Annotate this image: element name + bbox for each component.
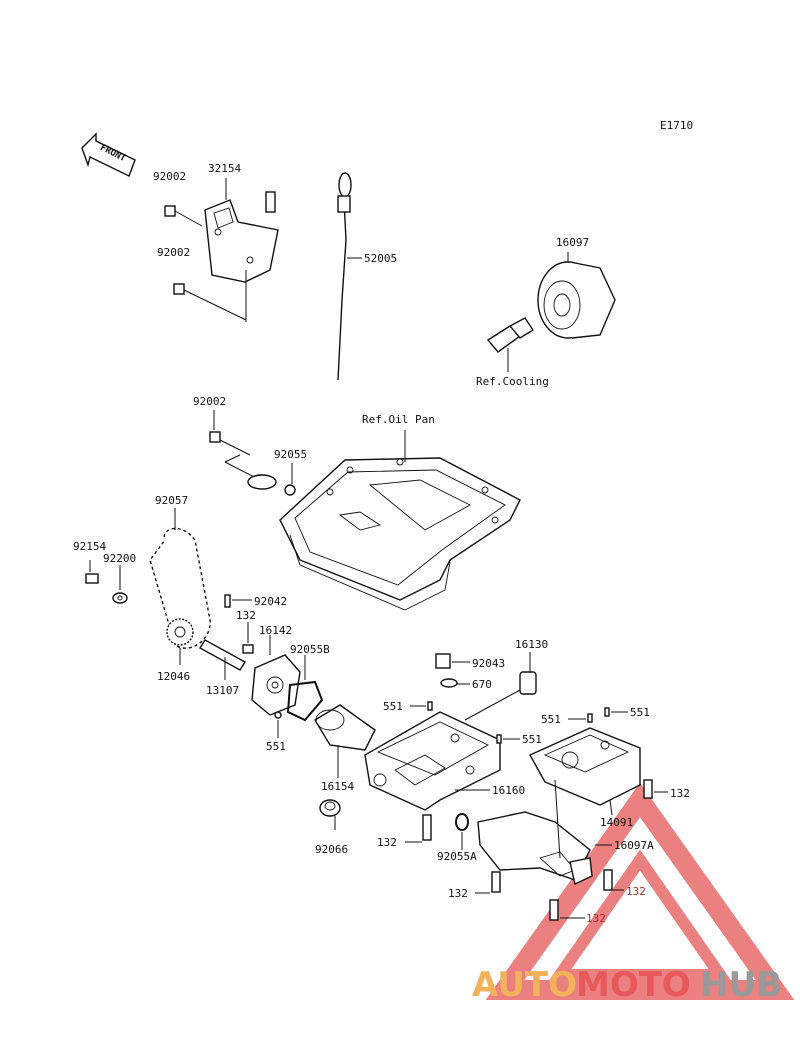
pipe-16097a: [477, 779, 612, 886]
label-92002-a: 92002: [153, 170, 186, 183]
label-92154: 92154: [73, 540, 106, 553]
label-16142: 16142: [259, 624, 292, 637]
bolt-132-f: [549, 899, 585, 921]
label-551-c: 551: [522, 733, 542, 746]
tube-flange: [247, 474, 296, 496]
label-132-f: 132: [586, 912, 606, 925]
label-92055: 92055: [274, 448, 307, 461]
label-551-b: 551: [383, 700, 403, 713]
label-16130: 16130: [515, 638, 548, 651]
diagram-code: E1710: [660, 119, 693, 132]
label-551-e: 551: [630, 706, 650, 719]
label-92042: 92042: [254, 595, 287, 608]
bolt-92154: [85, 560, 99, 584]
label-ref-cooling: Ref.Cooling: [476, 375, 549, 388]
watermark-logo: AUTO MOTO HUB: [472, 965, 782, 1005]
oring-551-e: [604, 707, 628, 717]
label-551-d: 551: [541, 713, 561, 726]
bracket-32154: [204, 199, 279, 283]
front-arrow-icon: FRONT: [81, 132, 136, 177]
label-132-a: 132: [236, 609, 256, 622]
label-92002-c: 92002: [193, 395, 226, 408]
label-16097a: 16097A: [614, 839, 654, 852]
label-14091: 14091: [600, 816, 633, 829]
sprocket-12046: [166, 618, 194, 665]
shaft-13107: [199, 639, 246, 680]
drive-chain-92057: [149, 508, 211, 649]
bolt-132-d: [475, 871, 501, 894]
cover-14091: [529, 727, 641, 816]
watermark-triangle: [485, 782, 795, 1000]
label-132-b: 132: [377, 836, 397, 849]
label-ref-oil-pan: Ref.Oil Pan: [362, 413, 435, 426]
bolt-92002-b: [173, 270, 247, 322]
bolt-132-e: [603, 869, 624, 891]
oring-670: [440, 678, 470, 688]
label-16160: 16160: [492, 784, 525, 797]
label-92002-b: 92002: [157, 246, 190, 259]
watermark-auto: AUTO: [472, 965, 577, 1005]
washer-92200: [112, 565, 128, 604]
pump-body-16160: [364, 711, 501, 811]
gasket-92055b: [286, 655, 324, 722]
dipstick-52005: [337, 172, 362, 381]
oil-pan: [279, 430, 521, 611]
label-92200: 92200: [103, 552, 136, 565]
dipstick-tube: [250, 191, 302, 481]
collar-92043: [435, 653, 470, 669]
label-92055b: 92055B: [290, 643, 330, 656]
label-16097: 16097: [556, 236, 589, 249]
strainer-16154: [314, 704, 376, 778]
label-670: 670: [472, 678, 492, 691]
label-132-c: 132: [670, 787, 690, 800]
bolt-92002-a: [164, 205, 203, 227]
watermark-moto: MOTO: [576, 965, 691, 1005]
label-132-d: 132: [448, 887, 468, 900]
label-32154: 32154: [208, 162, 241, 175]
bolt-92002-c: [209, 431, 257, 479]
sensor-16130: [464, 652, 537, 721]
label-132-e: 132: [626, 885, 646, 898]
bolt-132-a: [242, 622, 254, 654]
bolt-132-b: [405, 814, 432, 843]
oring-551-a: [274, 711, 282, 738]
label-551-a: 551: [266, 740, 286, 753]
watermark-hub: HUB: [700, 965, 782, 1005]
label-16154: 16154: [321, 780, 354, 793]
label-92057: 92057: [155, 494, 188, 507]
label-13107: 13107: [206, 684, 239, 697]
label-12046: 12046: [157, 670, 190, 683]
label-92055a: 92055A: [437, 850, 477, 863]
bolt-132-c: [643, 779, 668, 799]
oring-551-d: [568, 713, 593, 723]
oring-92055a: [455, 813, 469, 850]
fitting-ref-cooling: [486, 317, 534, 372]
oring-551-b: [410, 701, 433, 711]
pin-92042: [224, 594, 252, 608]
oil-filter-16097: [537, 252, 616, 339]
label-92066: 92066: [315, 843, 348, 856]
oring-551-c: [496, 734, 520, 744]
label-52005: 52005: [364, 252, 397, 265]
cap-92066: [319, 799, 341, 830]
label-92043: 92043: [472, 657, 505, 670]
